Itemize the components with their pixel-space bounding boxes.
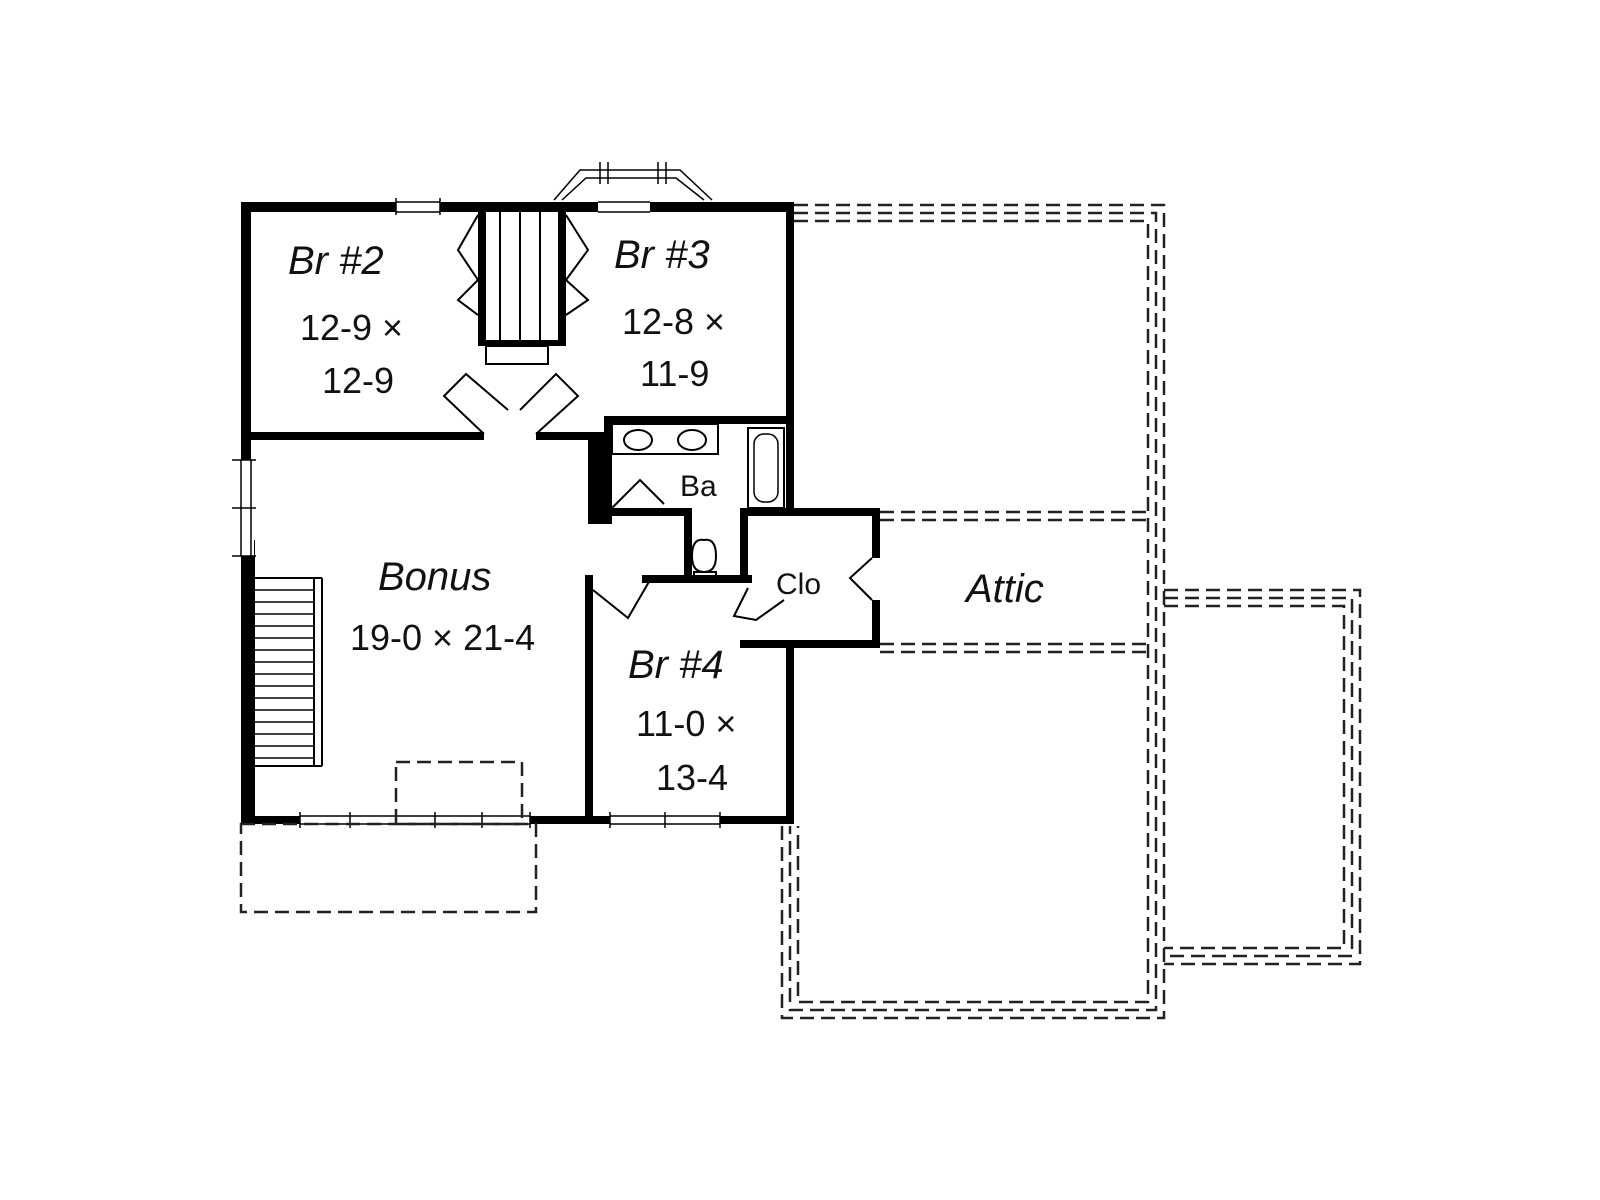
br2-dim-line2: 12-9 bbox=[322, 360, 394, 401]
bath-fixtures bbox=[611, 423, 785, 581]
bonus-dim: 19-0 × 21-4 bbox=[350, 617, 535, 658]
door-swings bbox=[442, 372, 873, 622]
attic-name: Attic bbox=[964, 567, 1044, 611]
br2-dim-line1: 12-9 × bbox=[300, 307, 403, 348]
br3-name: Br #3 bbox=[614, 233, 710, 277]
sink-icon bbox=[677, 429, 707, 451]
br3-dim-line1: 12-8 × bbox=[622, 301, 725, 342]
br4-dim-line1: 11-0 × bbox=[636, 703, 736, 744]
bonus-name: Bonus bbox=[378, 555, 491, 599]
closet-bifold-doors bbox=[456, 210, 590, 365]
br4-dim-line2: 13-4 bbox=[656, 757, 728, 798]
bath-name: Ba bbox=[680, 470, 717, 503]
interior-walls bbox=[241, 210, 880, 824]
toilet-icon bbox=[690, 538, 718, 574]
dashed-outlines bbox=[239, 203, 1362, 1020]
stair-icon bbox=[255, 577, 323, 767]
br4-name: Br #4 bbox=[628, 643, 724, 687]
bathtub-icon bbox=[747, 427, 785, 509]
br3-dim-line2: 11-9 bbox=[640, 353, 709, 394]
br2-name: Br #2 bbox=[288, 239, 384, 283]
closet-name: Clo bbox=[776, 568, 821, 601]
sink-icon bbox=[623, 429, 653, 451]
room-labels: Br #2 12-9 × 12-9 Br #3 12-8 × 11-9 Ba B… bbox=[288, 233, 1044, 798]
